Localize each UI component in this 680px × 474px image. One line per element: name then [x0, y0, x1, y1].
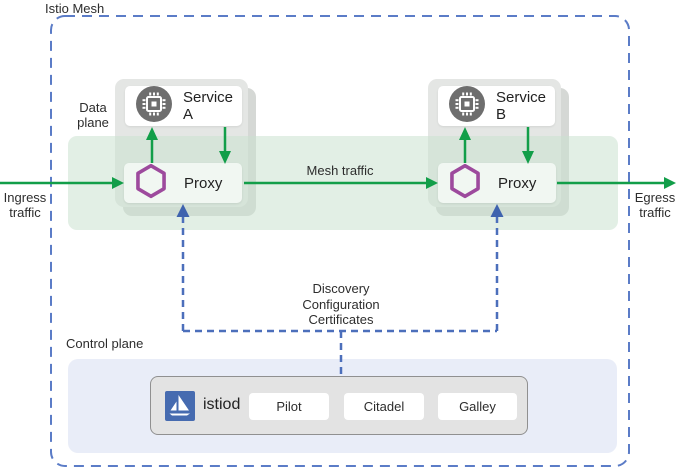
proxy-b-node: Proxy: [438, 163, 556, 203]
envoy-proxy-hexagon-icon: [134, 163, 168, 204]
egress-traffic-label: Egress traffic: [634, 190, 676, 220]
citadel-component: Citadel: [344, 393, 424, 420]
service-b-label: Service B: [496, 89, 547, 123]
istiod-node: istiod Pilot Citadel Galley: [150, 376, 528, 435]
proxy-b-label: Proxy: [498, 174, 537, 192]
istiod-label: istiod: [203, 396, 241, 413]
proxy-a-node: Proxy: [124, 163, 242, 203]
microchip-icon: [449, 85, 485, 127]
microchip-icon: [136, 85, 172, 127]
istiod-link-label: Discovery Configuration Certificates: [302, 281, 380, 327]
envoy-proxy-hexagon-icon: [448, 163, 482, 204]
pilot-component: Pilot: [249, 393, 329, 420]
istio-sailboat-icon: [165, 391, 195, 421]
galley-component: Galley: [438, 393, 517, 420]
control-plane-label: Control plane: [66, 336, 144, 351]
mesh-traffic-label: Mesh traffic: [306, 163, 374, 178]
service-a-label: Service A: [183, 89, 234, 123]
ingress-traffic-label: Ingress traffic: [3, 190, 47, 220]
service-b-node: Service B: [438, 85, 555, 127]
service-a-node: Service A: [125, 85, 242, 127]
proxy-a-label: Proxy: [184, 174, 223, 192]
mesh-title: Istio Mesh: [45, 1, 105, 16]
data-plane-label: Data plane: [77, 100, 109, 130]
